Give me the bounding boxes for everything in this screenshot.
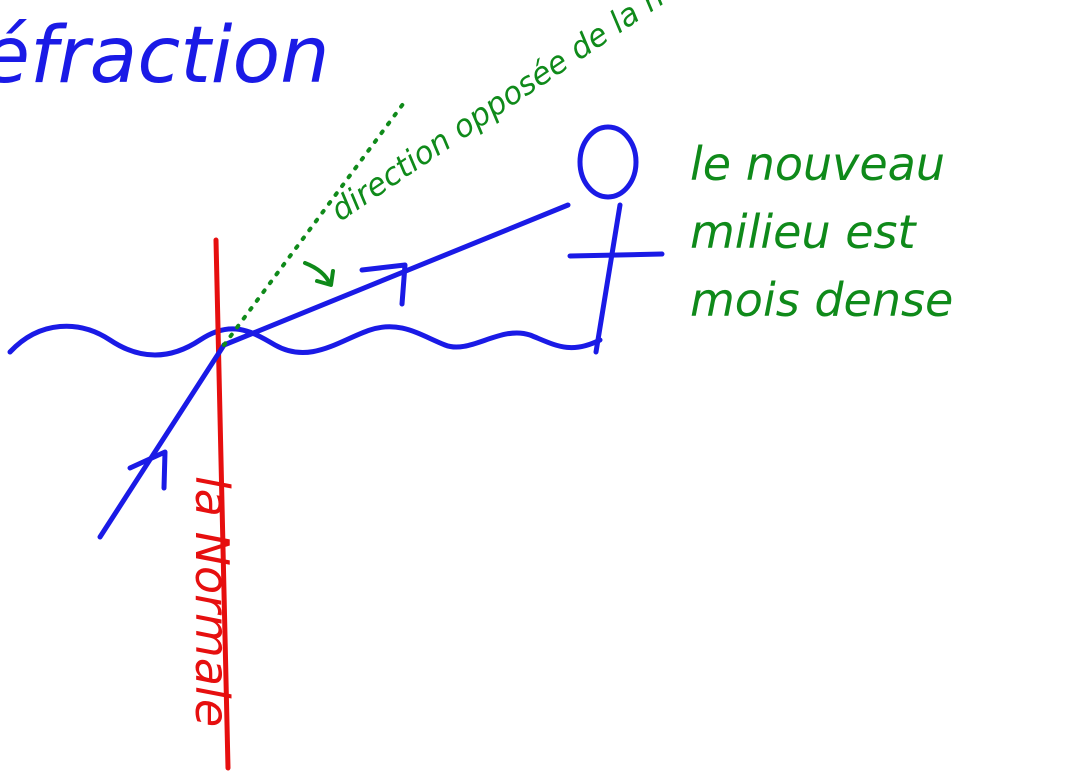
- water-surface: [7, 323, 603, 358]
- observer-arms: [567, 251, 665, 259]
- angle-arrow: [303, 261, 332, 286]
- medium-note-line-2: milieu est: [690, 205, 917, 259]
- medium-note-line-1: le nouveau: [690, 137, 945, 191]
- dotted-opposite-direction-line: [222, 98, 408, 347]
- medium-note-line-3: mois dense: [690, 273, 953, 327]
- diagram-title: éfraction: [0, 11, 330, 101]
- refracted-ray: [221, 202, 571, 348]
- incident-ray-arrowhead: [127, 449, 168, 491]
- normal-label: la Normale: [185, 476, 239, 727]
- observer-head: [577, 124, 639, 200]
- refracted-ray-arrowhead: [359, 262, 408, 307]
- incident-ray: [97, 342, 227, 540]
- normal-line: [213, 237, 231, 771]
- observer-body: [593, 202, 623, 355]
- angle-arrowhead: [315, 269, 335, 287]
- dotted-line-label: direction opposée de la normale: [324, 0, 760, 229]
- observer-figure: [567, 124, 665, 355]
